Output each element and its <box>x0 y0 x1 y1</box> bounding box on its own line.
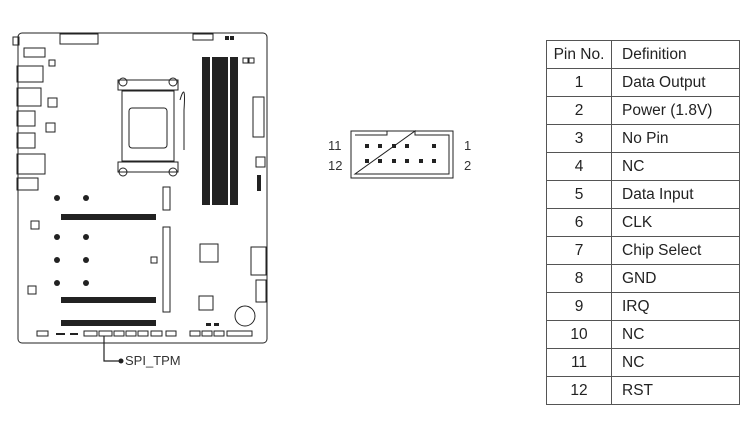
pin-12-label: 12 <box>328 158 343 173</box>
pin-number: 4 <box>546 152 612 181</box>
cpu-socket <box>121 90 175 162</box>
pin-number: 9 <box>546 292 612 321</box>
pin-number: 5 <box>546 180 612 209</box>
table-header-row: Pin No. Definition <box>546 40 740 69</box>
pin-number: 1 <box>546 68 612 97</box>
pin-definition: NC <box>611 320 740 349</box>
pin-definition: NC <box>611 348 740 377</box>
pin-1-label: 1 <box>464 138 472 153</box>
pin-definition: GND <box>611 264 740 293</box>
pin-2-label: 2 <box>464 158 472 173</box>
pin-definition: Chip Select <box>611 236 740 265</box>
chipset <box>199 243 219 263</box>
header-pin-no: Pin No. <box>546 40 612 69</box>
pcie-slot <box>61 320 156 326</box>
pin-number: 8 <box>546 264 612 293</box>
pin-definition: RST <box>611 376 740 405</box>
pin-definition: CLK <box>611 208 740 237</box>
connector-pins <box>365 144 436 163</box>
pin-number: 2 <box>546 96 612 125</box>
callout-line <box>103 336 120 362</box>
pin-definition: No Pin <box>611 124 740 153</box>
pin-number: 10 <box>546 320 612 349</box>
pin-number: 3 <box>546 124 612 153</box>
board-outline <box>17 32 268 344</box>
pin-11-label: 11 <box>328 138 342 153</box>
header-definition: Definition <box>611 40 740 69</box>
pin-number: 12 <box>546 376 612 405</box>
dimm-slots <box>202 57 210 205</box>
pin-number: 7 <box>546 236 612 265</box>
cmos-battery <box>234 305 256 327</box>
pin-definition: IRQ <box>611 292 740 321</box>
pin-definition: Power (1.8V) <box>611 96 740 125</box>
pin-definition: NC <box>611 152 740 181</box>
pin-definition: Data Output <box>611 68 740 97</box>
spi-tpm-connector <box>350 130 454 179</box>
pin-definition: Data Input <box>611 180 740 209</box>
pcie-slot <box>61 297 156 303</box>
pin-number: 6 <box>546 208 612 237</box>
spi-tpm-label: SPI_TPM <box>125 353 181 368</box>
pin-number: 11 <box>546 348 612 377</box>
pcie-slot <box>61 214 156 220</box>
